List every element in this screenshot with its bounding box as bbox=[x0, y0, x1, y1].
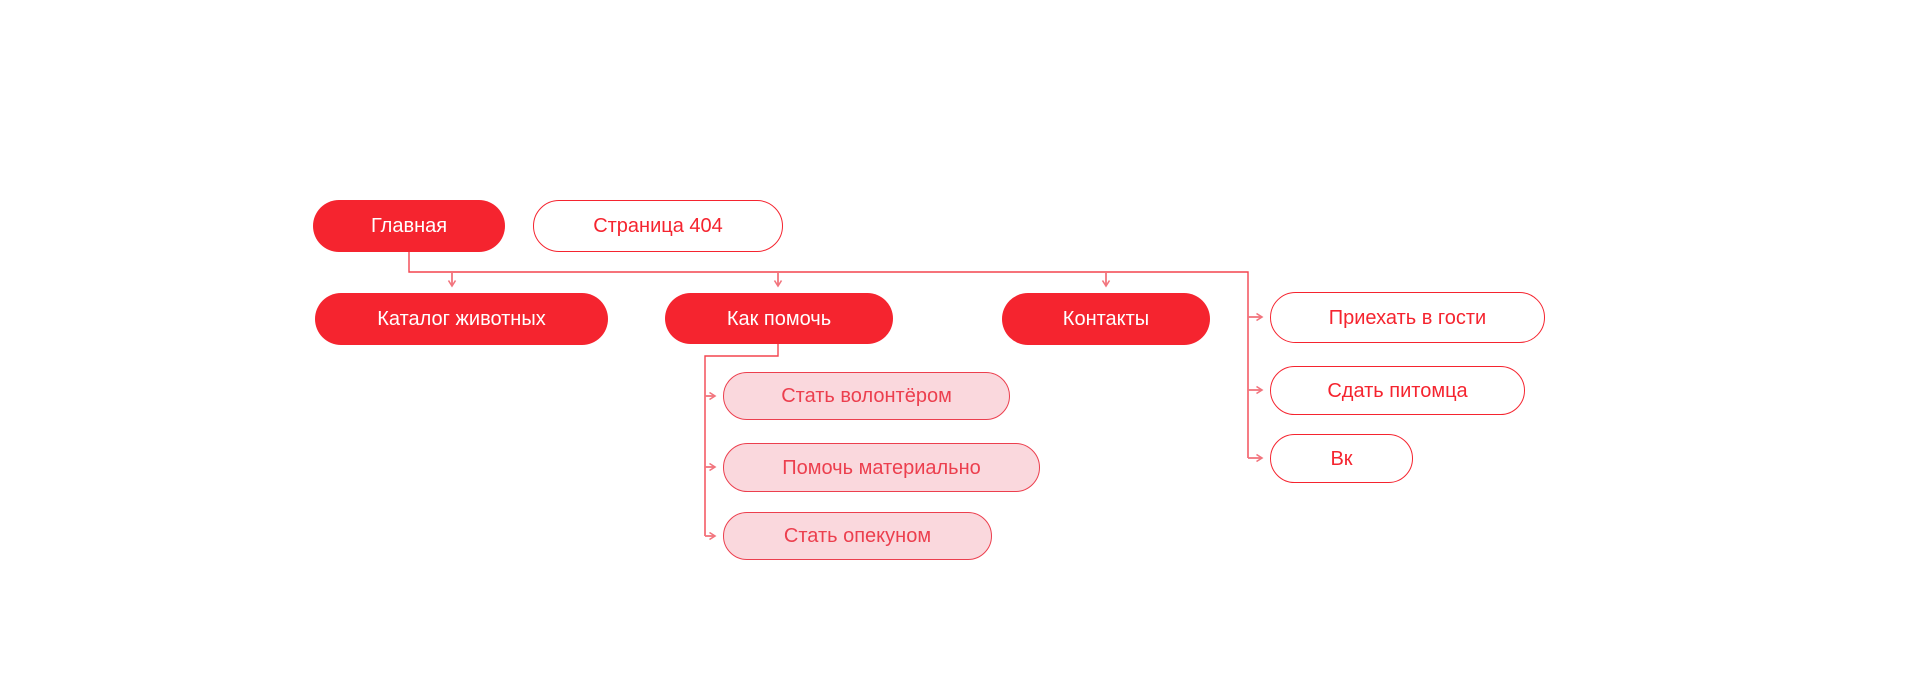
node-label: Стать опекуном bbox=[783, 525, 932, 547]
node-home[interactable]: Главная bbox=[313, 200, 505, 252]
connector-root-trunk bbox=[408, 252, 1249, 458]
node-help-financially[interactable]: Помочь материально bbox=[723, 443, 1040, 492]
node-label: Приехать в гости bbox=[1328, 306, 1487, 329]
node-become-guardian[interactable]: Стать опекуном bbox=[723, 512, 992, 560]
node-become-volunteer[interactable]: Стать волонтёром bbox=[723, 372, 1010, 420]
node-animal-catalog[interactable]: Каталог животных bbox=[315, 293, 608, 345]
node-label: Сдать питомца bbox=[1327, 379, 1468, 402]
node-label: Стать волонтёром bbox=[781, 385, 952, 407]
node-label: Главная bbox=[370, 215, 448, 237]
node-label: Каталог животных bbox=[377, 308, 546, 330]
node-contacts[interactable]: Контакты bbox=[1002, 293, 1210, 345]
node-label: Вк bbox=[1330, 447, 1353, 470]
node-label: Помочь материально bbox=[782, 456, 981, 479]
node-vk[interactable]: Вк bbox=[1270, 434, 1413, 483]
node-label: Контакты bbox=[1062, 308, 1150, 330]
node-how-to-help[interactable]: Как помочь bbox=[665, 293, 893, 344]
node-label: Как помочь bbox=[726, 307, 832, 330]
node-label: Страница 404 bbox=[593, 215, 723, 237]
node-surrender-pet[interactable]: Сдать питомца bbox=[1270, 366, 1525, 415]
node-page-404[interactable]: Страница 404 bbox=[533, 200, 783, 252]
node-visit-us[interactable]: Приехать в гости bbox=[1270, 292, 1545, 343]
